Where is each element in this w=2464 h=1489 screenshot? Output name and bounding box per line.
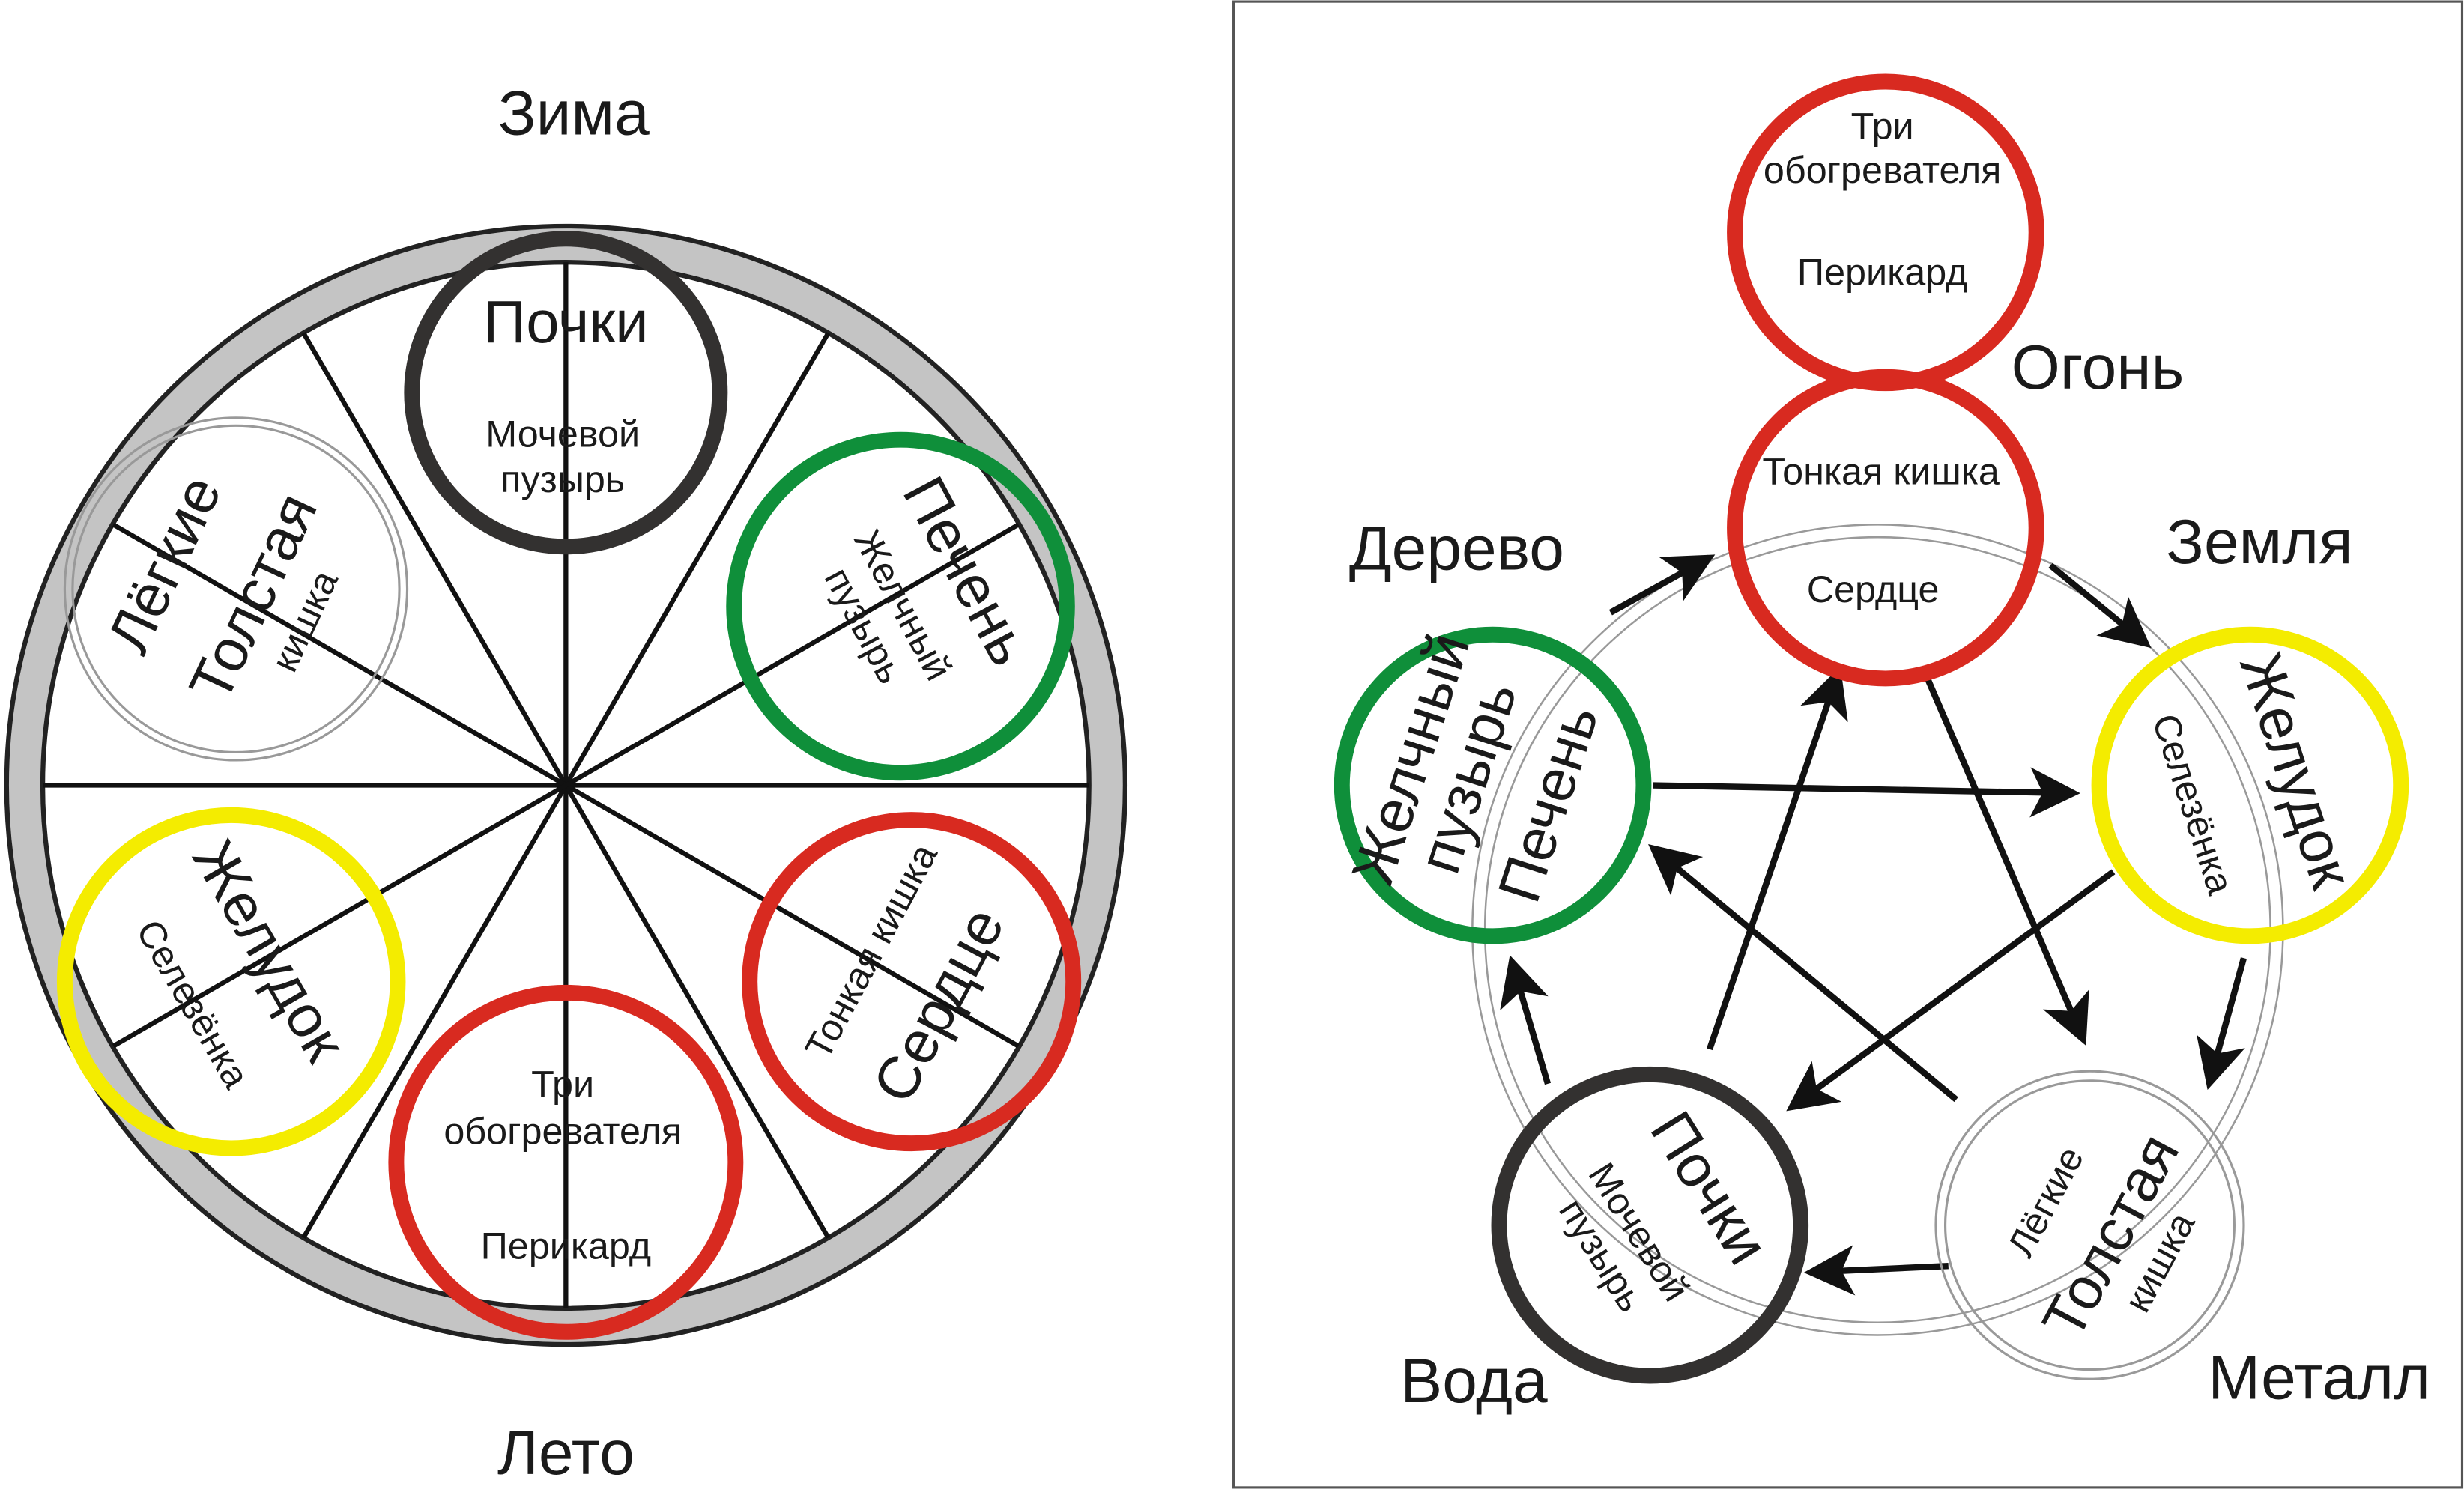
kidneys-label: Почки (483, 288, 649, 355)
seasonal-wheel: Зима Лето Почки Мочевой пузырь Лёгкие То… (4, 77, 1128, 1488)
element-water: Вода (1400, 1345, 1548, 1416)
generation-arrows (1500, 554, 2247, 1296)
five-elements-cycle: Огонь Дерево Земля Вода Металл Три обогр… (1232, 0, 2464, 1489)
node-lungs: Лёгкие Толстая кишка (1934, 1070, 2245, 1380)
element-earth: Земля (2166, 506, 2352, 577)
bladder-label-2: пузырь (500, 458, 625, 500)
organ-pericardium: Три обогревателя Перикард (388, 984, 744, 1340)
triple-heater-label-1: Три (1851, 104, 1914, 147)
organ-kidneys: Почки Мочевой пузырь (404, 231, 728, 555)
element-metal: Металл (2208, 1342, 2430, 1413)
bladder-label-1: Мочевой (485, 412, 640, 455)
small-intestine-label: Тонкая кишка (1762, 450, 1999, 493)
node-triple-heater: Три обогревателя Перикард (1727, 73, 2044, 392)
pericardium-label: Перикард (481, 1224, 652, 1267)
triple-heater-label-2: обогревателя (1764, 148, 2002, 191)
pericardium-label: Перикард (1797, 250, 1968, 293)
triple-heater-label-1: Три (531, 1062, 594, 1105)
spokes (43, 262, 1089, 1308)
element-fire: Огонь (2012, 332, 2185, 402)
element-wood: Дерево (1349, 512, 1564, 583)
outer-ring-edge (4, 223, 1128, 1347)
triple-heater-label-2: обогревателя (444, 1109, 682, 1152)
label-summer: Лето (497, 1417, 635, 1488)
label-winter: Зима (498, 77, 650, 148)
heart-label: Сердце (1807, 568, 1940, 610)
node-heart: Тонкая кишка Сердце (1727, 369, 2044, 687)
control-arrows (1648, 666, 2116, 1112)
